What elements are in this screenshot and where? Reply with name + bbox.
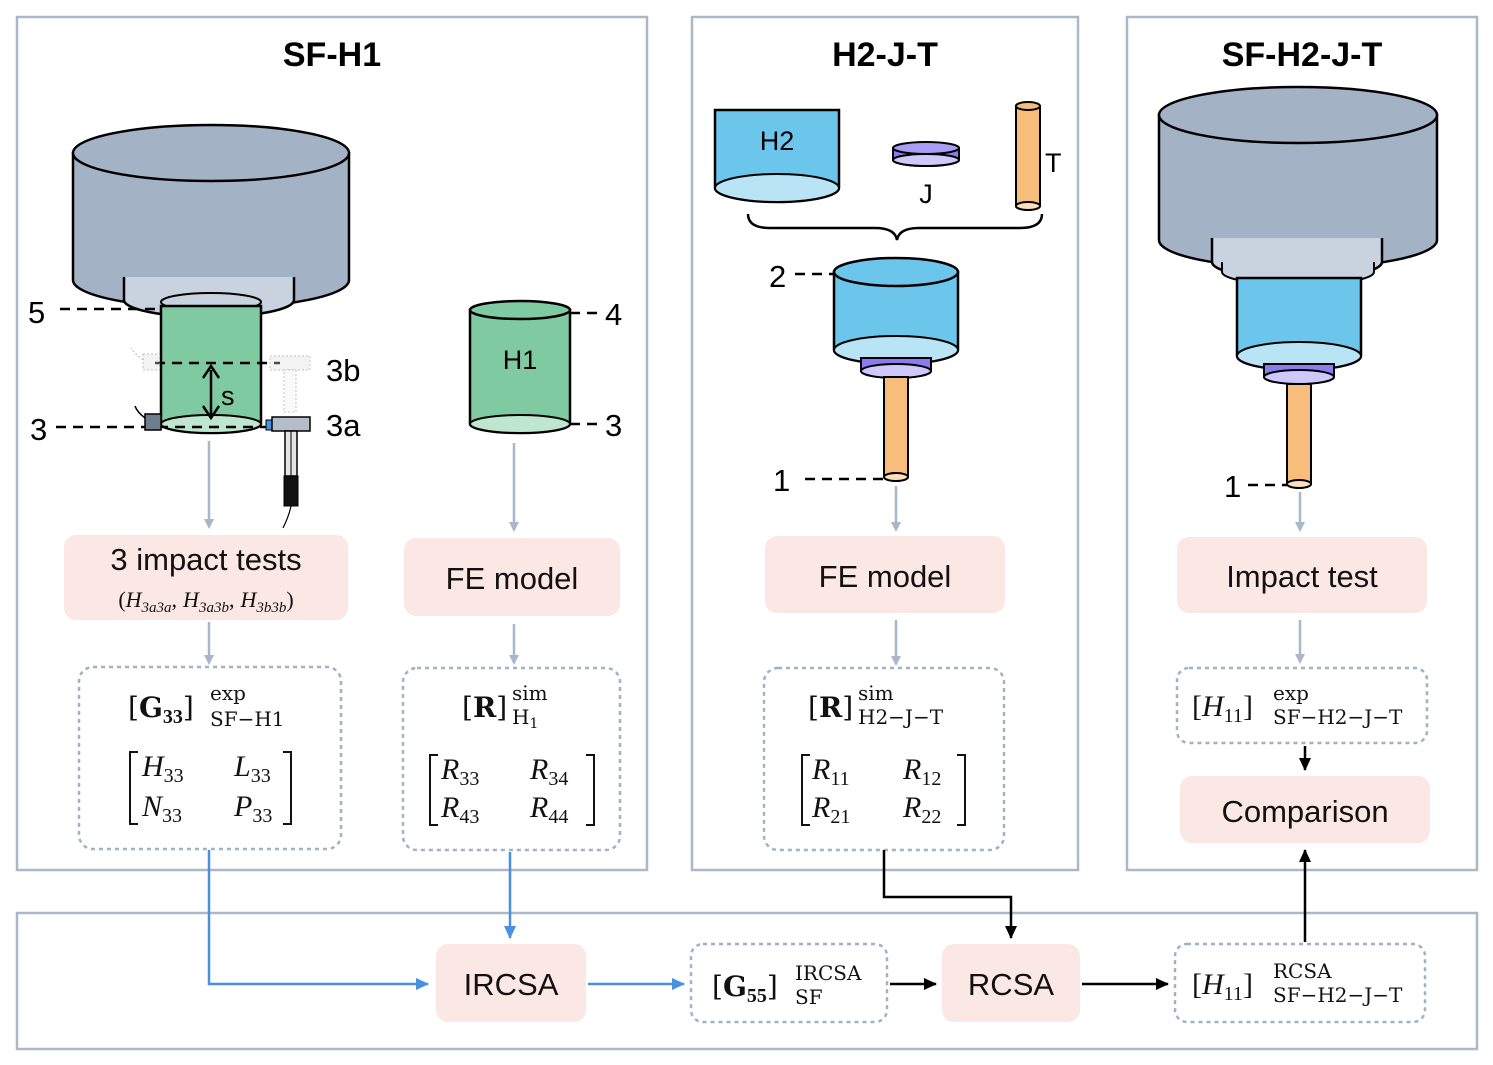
- rcsa-box: RCSA: [942, 944, 1080, 1022]
- svg-text:SF−H2−J−T: SF−H2−J−T: [1273, 705, 1403, 729]
- svg-text:FE model: FE model: [819, 559, 952, 594]
- g55-box: [G55] IRCSA SF: [689, 942, 889, 1024]
- svg-text:IRCSA: IRCSA: [464, 967, 559, 1002]
- r-h1-matrix-box: [R] sim H1 R33 R34 R43 R44: [401, 666, 622, 852]
- svg-text:SF−H2−J−T: SF−H2−J−T: [1273, 983, 1403, 1007]
- svg-text:R34: R34: [529, 753, 568, 790]
- label-5: 5: [28, 295, 45, 330]
- label-h1: H1: [503, 345, 538, 375]
- svg-text:N33: N33: [141, 790, 182, 827]
- ircsa-box: IRCSA: [436, 944, 586, 1022]
- label-3: 3: [30, 412, 47, 447]
- label-s: s: [221, 381, 235, 411]
- svg-text:[R]: [R]: [808, 691, 853, 724]
- label-1: 1: [773, 463, 790, 498]
- impact-test-box: Impact test: [1177, 537, 1427, 613]
- svg-text:sim: sim: [512, 681, 548, 705]
- label-2: 2: [769, 259, 786, 294]
- fe-model-box-2: FE model: [765, 536, 1005, 613]
- comparison-box: Comparison: [1180, 776, 1430, 843]
- holder-h1-assembled: [159, 304, 263, 435]
- arrow-r-h2jt-to-rcsa: [882, 850, 1017, 939]
- g33-matrix-box: [G33] exp SF−H1 H33 L33 N33 P33: [77, 665, 343, 851]
- accelerometer-3a-icon: [134, 405, 162, 431]
- svg-text:R11: R11: [811, 753, 850, 790]
- arrow-g33-to-ircsa: [207, 850, 429, 990]
- svg-text:3 impact tests: 3 impact tests: [110, 542, 301, 577]
- panel-sf-h1-frame: [15, 15, 649, 872]
- svg-text:R44: R44: [529, 791, 568, 828]
- label-h2: H2: [760, 126, 795, 156]
- panel-sf-h2-j-t-title: SF-H2-J-T: [1222, 36, 1383, 74]
- svg-text:Comparison: Comparison: [1221, 794, 1388, 829]
- svg-text:Impact test: Impact test: [1226, 559, 1378, 594]
- svg-text:L33: L33: [233, 750, 271, 787]
- holder-h2-component: [713, 108, 841, 204]
- impact-hammer-3b-icon: [269, 355, 311, 413]
- svg-text:(H3a3a,H3a3b,H3b3b): (H3a3a,H3a3b,H3b3b): [118, 587, 293, 616]
- bottom-frame: [15, 911, 1479, 1051]
- spindle-2: [1157, 85, 1439, 286]
- joint-j-component: [892, 141, 960, 167]
- panel-sf-h2-j-t-frame: [1125, 15, 1479, 872]
- label-4: 4: [605, 297, 622, 332]
- label-j: J: [919, 179, 933, 209]
- svg-text:H2−J−T: H2−J−T: [858, 705, 944, 729]
- svg-text:FE model: FE model: [446, 561, 579, 596]
- label-t: T: [1045, 148, 1062, 178]
- svg-text:[H11]: [H11]: [1192, 690, 1253, 727]
- panel-sf-h1-title: SF-H1: [283, 36, 381, 74]
- label-3-right: 3: [605, 408, 622, 443]
- svg-text:exp: exp: [210, 681, 246, 705]
- svg-text:R43: R43: [440, 791, 479, 828]
- svg-text:sim: sim: [858, 681, 894, 705]
- label-3b: 3b: [326, 353, 360, 388]
- svg-text:R22: R22: [902, 791, 941, 828]
- svg-text:H33: H33: [141, 750, 184, 787]
- svg-text:[R]: [R]: [462, 691, 507, 724]
- impact-tests-box: 3 impact tests (H3a3a,H3a3b,H3b3b): [64, 535, 348, 620]
- r-h2jt-matrix-box: [R] sim H2−J−T R11 R12 R21 R22: [762, 666, 1006, 852]
- impact-hammer-3a-icon: [265, 416, 311, 529]
- svg-text:SF−H1: SF−H1: [210, 707, 285, 731]
- h2-j-t-assembly: [832, 256, 960, 482]
- panel-h2-j-t-title: H2-J-T: [832, 36, 938, 74]
- tool-t-component: [1015, 101, 1041, 211]
- svg-text:R12: R12: [902, 753, 941, 790]
- fe-model-box-1: FE model: [404, 538, 620, 616]
- svg-text:RCSA: RCSA: [968, 967, 1054, 1002]
- svg-text:[G33]: [G33]: [128, 691, 194, 728]
- h11-rcsa-box: [H11] RCSA SF−H2−J−T: [1173, 942, 1427, 1024]
- h11-exp-box: [H11] exp SF−H2−J−T: [1175, 666, 1429, 745]
- spindle-1: [71, 123, 351, 319]
- curly-brace: [746, 213, 1044, 241]
- svg-text:SF: SF: [795, 985, 823, 1009]
- sf-h2-j-t-assembly: [1235, 276, 1363, 489]
- svg-text:RCSA: RCSA: [1273, 959, 1332, 983]
- accelerometer-3b-icon: [130, 347, 161, 371]
- svg-text:H1: H1: [512, 705, 538, 732]
- svg-text:[G55]: [G55]: [712, 970, 778, 1007]
- label-3a: 3a: [326, 408, 361, 443]
- svg-text:R21: R21: [811, 791, 850, 828]
- holder-h1-component: [468, 299, 572, 435]
- label-1b: 1: [1224, 469, 1241, 504]
- svg-text:IRCSA: IRCSA: [795, 961, 862, 985]
- svg-text:P33: P33: [233, 790, 272, 827]
- svg-text:[H11]: [H11]: [1192, 968, 1253, 1005]
- svg-text:R33: R33: [440, 753, 479, 790]
- svg-text:exp: exp: [1273, 681, 1309, 705]
